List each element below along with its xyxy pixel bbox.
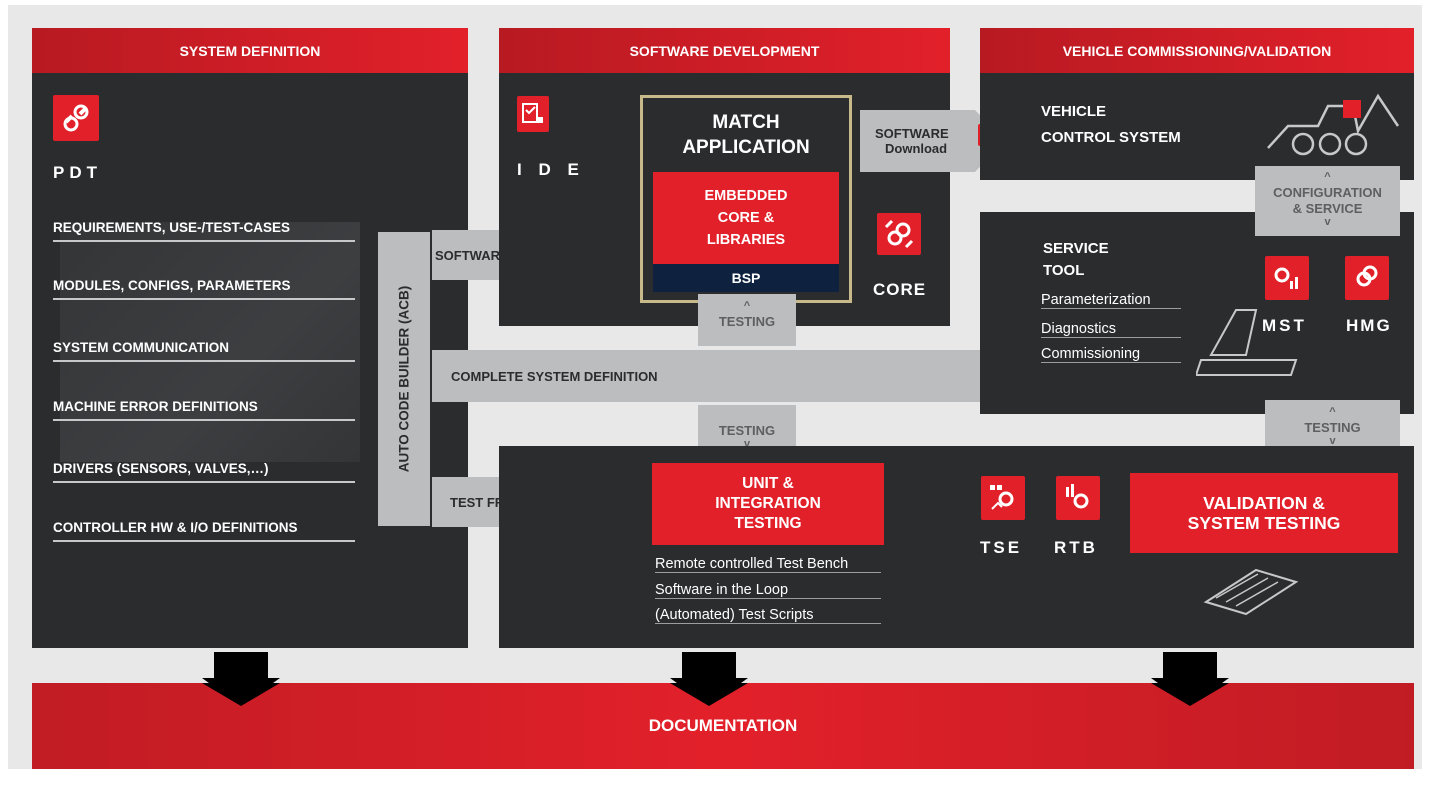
configuration-caret-up: ^ [1324, 171, 1331, 183]
configuration-line2: & SERVICE [1292, 201, 1363, 216]
tse-label: TSE [980, 538, 1023, 557]
unit-integration-testing-box: UNIT & INTEGRATION TESTING [652, 463, 884, 545]
documentation-arrow-right-tip [1151, 683, 1229, 706]
unit-testing-item-software-loop: Software in the Loop [655, 582, 881, 599]
rtb-label: RTB [1054, 538, 1098, 557]
core-label: CORE [873, 280, 927, 299]
hmg-label: HMG [1346, 316, 1392, 335]
ecu-connector-icon [1196, 562, 1306, 620]
complete-system-definition-label: COMPLETE SYSTEM DEFINITION [451, 368, 658, 384]
service-tool-parameterization: Parameterization [1041, 292, 1181, 309]
unit-testing-item-test-bench: Remote controlled Test Bench [655, 556, 881, 573]
testing-right-label: TESTING [1304, 420, 1361, 435]
pdt-logo-icon [53, 95, 99, 141]
hmg-logo-icon [1345, 256, 1389, 300]
testing-middle-label: TESTING [718, 423, 776, 438]
documentation-arrow-left-tip [202, 683, 280, 706]
validation-system-testing-label: VALIDATION & SYSTEM TESTING [1187, 493, 1341, 533]
pdt-label: PDT [53, 163, 102, 182]
pdt-item-system-communication: SYSTEM COMMUNICATION [53, 340, 355, 362]
testing-right-caret-down: v [1329, 435, 1336, 447]
documentation-arrow-right-stem [1163, 652, 1217, 678]
pdt-item-modules: MODULES, CONFIGS, PARAMETERS [53, 278, 355, 300]
software-download-line1: SOFTWARE [875, 126, 949, 141]
configuration-service-connector: ^ CONFIGURATION & SERVICE v [1255, 166, 1400, 236]
service-tool-commissioning: Commissioning [1041, 346, 1181, 363]
documentation-arrow-left-stem [214, 652, 268, 678]
software-download-line2: Download [885, 141, 948, 156]
service-tool-line1: SERVICE [1043, 240, 1109, 257]
service-tool-diagnostics: Diagnostics [1041, 321, 1181, 338]
auto-code-builder-label: AUTO CODE BUILDER (ACB) [396, 285, 412, 473]
vehicle-control-line1: VEHICLE [1041, 103, 1107, 120]
testing-right-caret-up: ^ [1329, 406, 1336, 418]
unit-integration-testing-label: UNIT & INTEGRATION TESTING [715, 475, 821, 532]
documentation-arrow-middle-stem [682, 652, 736, 678]
mst-label: MST [1262, 316, 1307, 335]
match-application-title-line1: MATCH [712, 112, 780, 133]
testing-upper-caret: ^ [743, 300, 751, 312]
testing-upper-label: TESTING [718, 314, 776, 329]
documentation-arrow-middle-tip [670, 683, 748, 706]
embedded-core-libraries-label: EMBEDDED CORE & LIBRARIES [704, 188, 788, 248]
software-download-arrow: SOFTWARE Download [860, 110, 975, 172]
system-definition-header: SYSTEM DEFINITION [32, 28, 468, 73]
ide-label: I D E [517, 160, 585, 179]
software-development-header: SOFTWARE DEVELOPMENT [499, 28, 950, 73]
service-tool-panel [980, 212, 1414, 414]
embedded-core-libraries-box: EMBEDDED CORE & LIBRARIES [653, 172, 839, 264]
core-logo-icon [877, 213, 921, 255]
pdt-item-controller-hw: CONTROLLER HW & I/O DEFINITIONS [53, 520, 355, 542]
testing-middle-caret: v [743, 438, 751, 450]
construction-vehicle-icon [1258, 86, 1408, 158]
validation-system-testing-box: VALIDATION & SYSTEM TESTING [1130, 473, 1398, 553]
pdt-item-machine-errors: MACHINE ERROR DEFINITIONS [53, 399, 355, 421]
mst-logo-icon [1265, 256, 1309, 300]
vehicle-commissioning-header: VEHICLE COMMISSIONING/VALIDATION [980, 28, 1414, 73]
auto-code-builder-bar [378, 232, 430, 526]
laptop-icon [1194, 300, 1306, 382]
configuration-caret-down: v [1324, 216, 1331, 228]
system-definition-background-image [60, 222, 360, 462]
pdt-item-requirements: REQUIREMENTS, USE-/TEST-CASES [53, 220, 355, 242]
ide-logo-icon [517, 96, 549, 132]
bsp-label: BSP [731, 270, 761, 286]
rtb-logo-icon [1056, 476, 1100, 520]
unit-testing-item-test-scripts: (Automated) Test Scripts [655, 607, 881, 624]
testing-connector-upper: ^ TESTING [698, 294, 796, 346]
bsp-box: BSP [653, 264, 839, 292]
complete-system-definition-arrow: COMPLETE SYSTEM DEFINITION [432, 350, 1009, 402]
configuration-line1: CONFIGURATION [1273, 185, 1382, 200]
match-application-title-line2: APPLICATION [682, 137, 810, 158]
pdt-item-drivers: DRIVERS (SENSORS, VALVES,…) [53, 461, 355, 483]
tse-logo-icon [981, 476, 1025, 520]
documentation-label: DOCUMENTATION [648, 716, 798, 735]
service-tool-line2: TOOL [1043, 262, 1085, 279]
vehicle-control-line2: CONTROL SYSTEM [1041, 129, 1181, 146]
